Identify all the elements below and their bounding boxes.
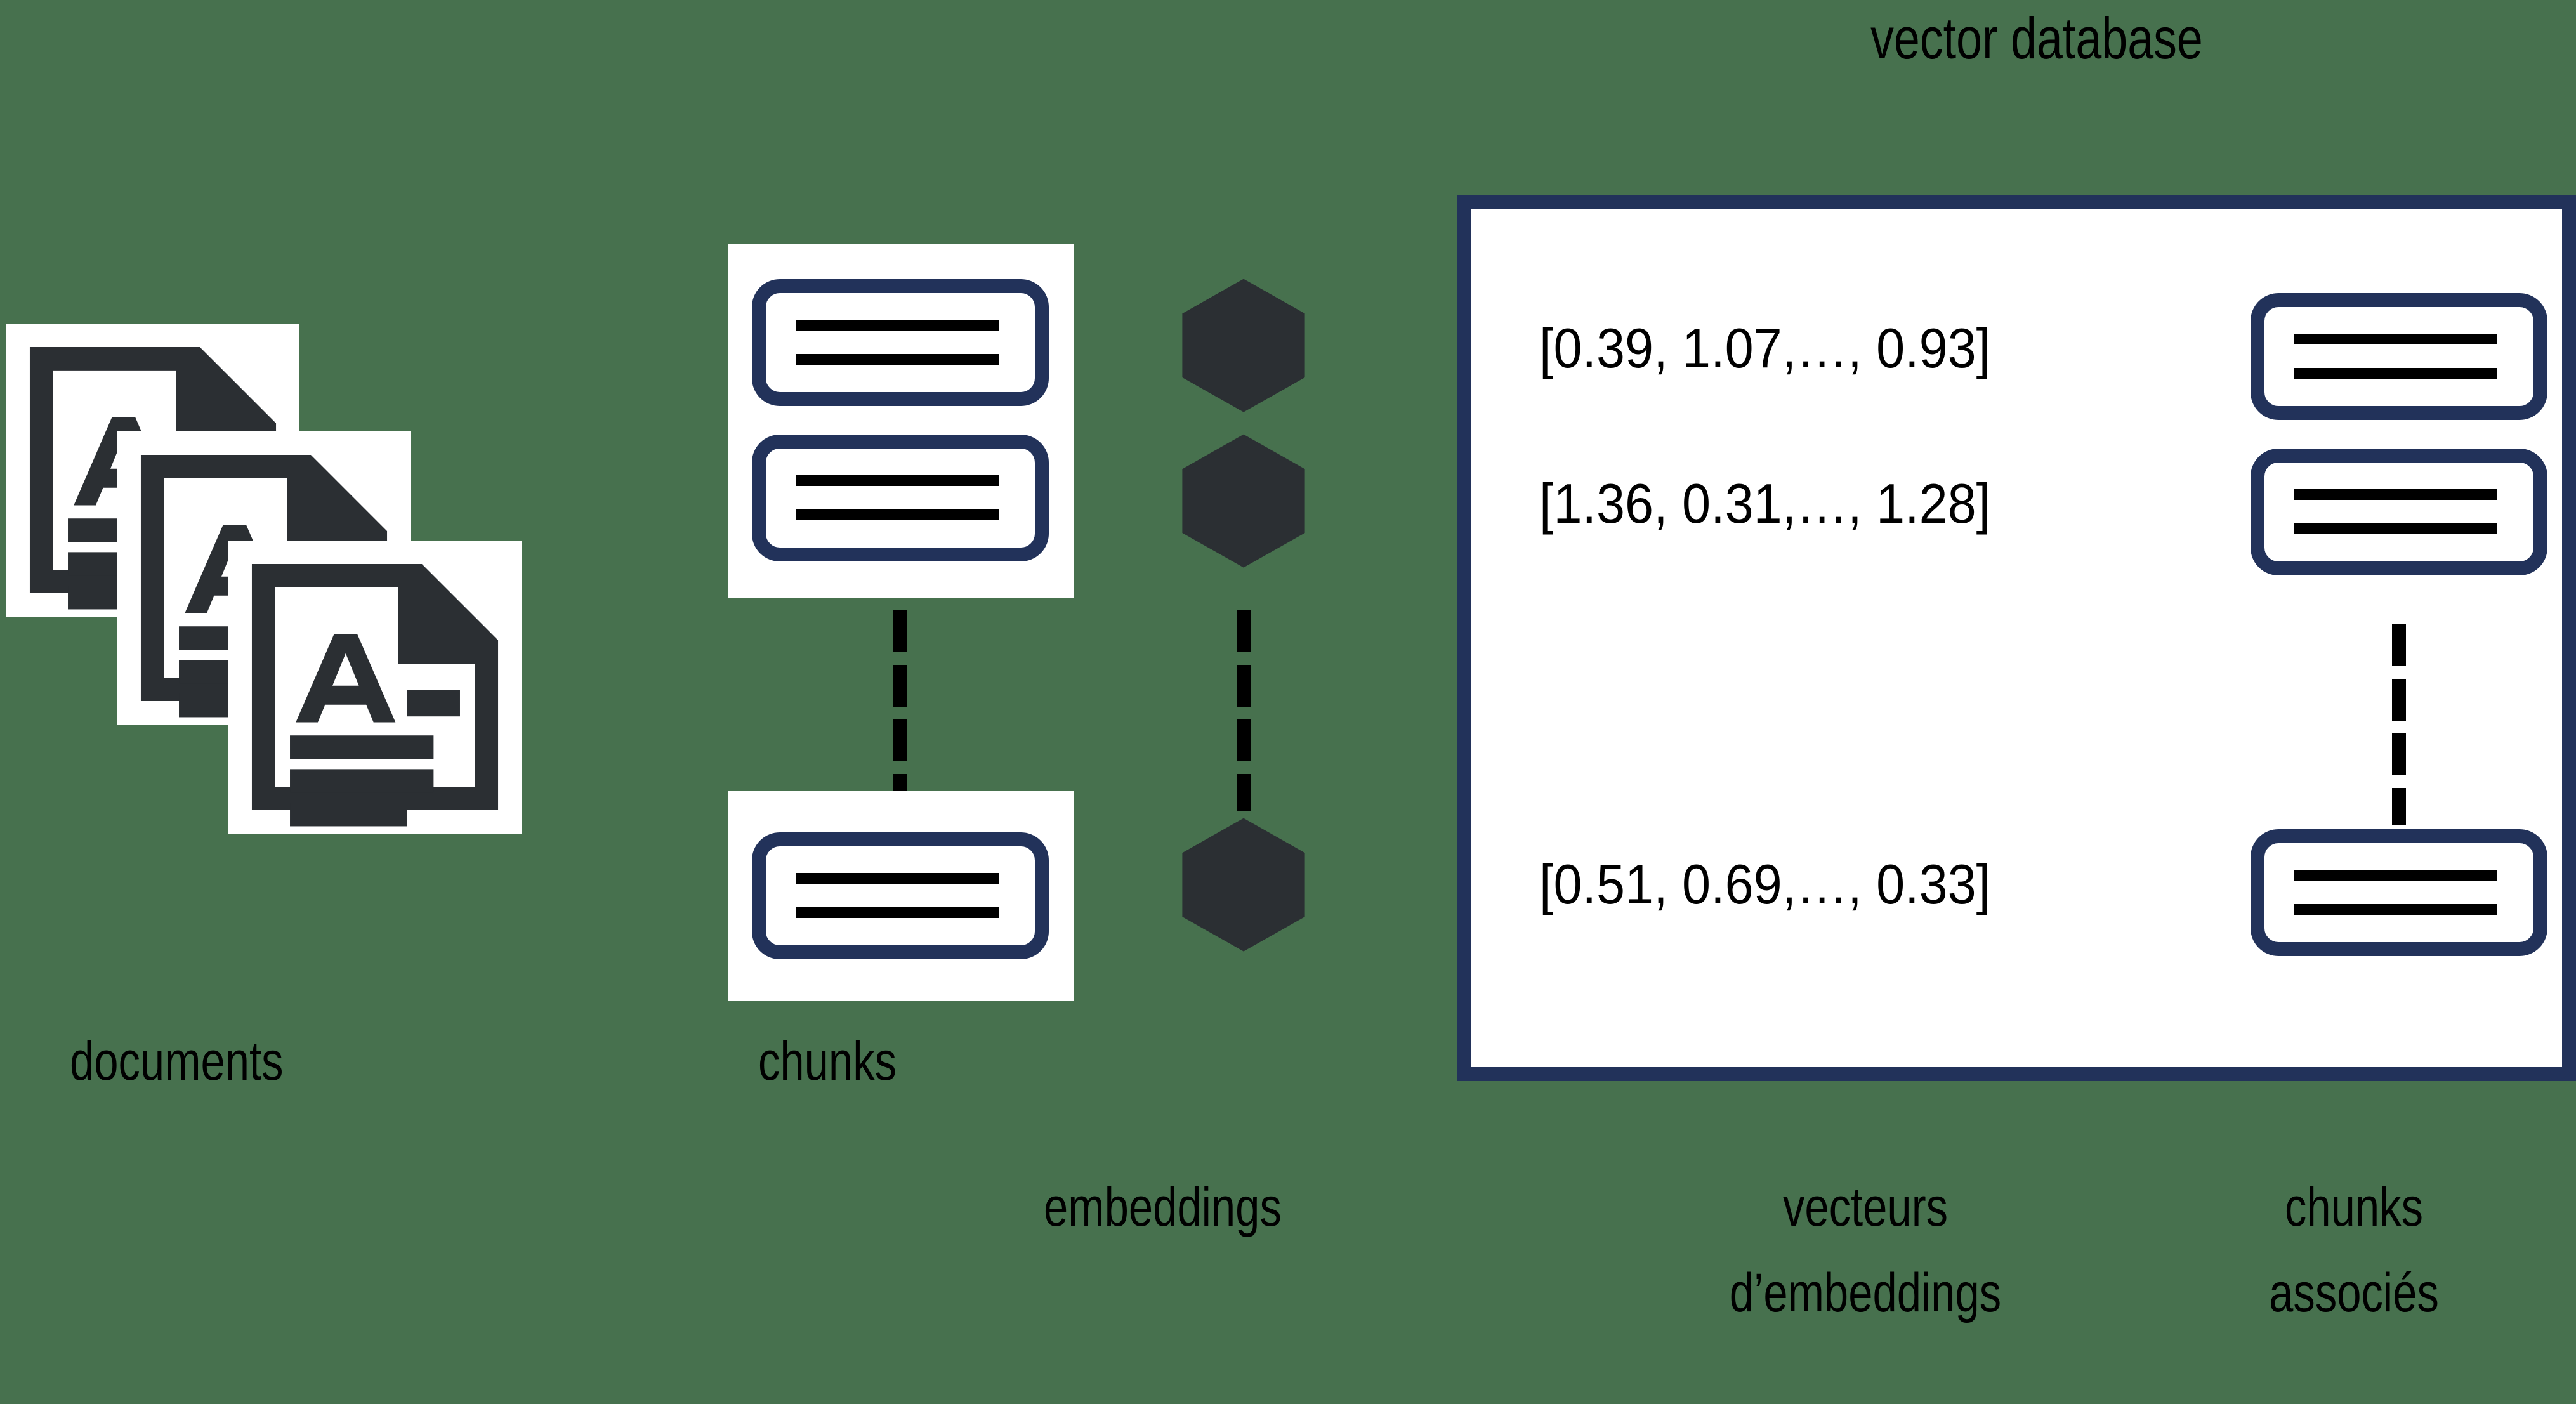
documents-group	[0, 311, 571, 1028]
dash-segment	[1237, 665, 1251, 707]
chunk-box-icon	[2251, 293, 2547, 420]
chunk-text-line	[796, 354, 999, 365]
dash-segment	[1237, 610, 1251, 652]
cube-icon-glyph	[1182, 434, 1305, 568]
dash-segment	[2392, 733, 2406, 775]
cube-icon-glyph	[1182, 279, 1305, 412]
vecteurs-embeddings-label-line1: vecteurs	[1782, 1177, 1948, 1238]
chunk-text-line	[2294, 523, 2497, 534]
vector-value: [0.39, 1.07,…, 0.93]	[1539, 317, 1991, 379]
dash-segment	[1237, 719, 1251, 761]
chunk-box-icon	[752, 435, 1049, 561]
vector-database-box: [0.39, 1.07,…, 0.93] [1.36, 0.31,…, 1.28…	[1457, 195, 2576, 1081]
vecteurs-embeddings-label-line2: d’embeddings	[1729, 1263, 2002, 1323]
dash-segment	[893, 610, 907, 652]
chunk-box-icon	[752, 832, 1049, 959]
chunks-ellipsis-dashed-line	[893, 610, 907, 811]
chunk-text-line	[2294, 870, 2497, 881]
chunk-box-icon	[752, 279, 1049, 406]
embeddings-label: embeddings	[1044, 1177, 1282, 1238]
chunk-text-line	[796, 873, 999, 884]
document-icon-glyph	[251, 563, 499, 827]
chunk-text-line	[796, 907, 999, 918]
chunks-label: chunks	[758, 1031, 897, 1092]
chunk-text-line	[2294, 368, 2497, 379]
vdb-chunks-ellipsis-dashed-line	[2392, 624, 2406, 825]
documents-label: documents	[70, 1031, 284, 1092]
chunks-associes-label-line2: associés	[2269, 1263, 2439, 1323]
cube-icon	[1177, 276, 1310, 416]
chunk-text-line	[796, 320, 999, 331]
chunk-box-icon	[2251, 449, 2547, 575]
document-icon	[228, 541, 522, 834]
cube-icon	[1177, 815, 1310, 955]
chunk-text-line	[2294, 489, 2497, 500]
dash-segment	[2392, 788, 2406, 825]
cube-icon	[1177, 431, 1310, 571]
vector-value: [1.36, 0.31,…, 1.28]	[1539, 472, 1991, 535]
chunk-text-line	[796, 475, 999, 486]
chunks-associes-label-line1: chunks	[2285, 1177, 2423, 1238]
dash-segment	[2392, 624, 2406, 666]
vector-value: [0.51, 0.69,…, 0.33]	[1539, 853, 1991, 915]
dash-segment	[893, 719, 907, 761]
dash-segment	[893, 665, 907, 707]
chunk-text-line	[796, 509, 999, 520]
dash-segment	[2392, 679, 2406, 721]
embeddings-ellipsis-dashed-line	[1237, 610, 1251, 811]
chunk-text-line	[2294, 334, 2497, 344]
cube-icon-glyph	[1182, 818, 1305, 952]
chunk-text-line	[2294, 904, 2497, 915]
dash-segment	[1237, 774, 1251, 811]
chunk-box-icon	[2251, 829, 2547, 956]
page-title: vector database	[1870, 6, 2203, 71]
